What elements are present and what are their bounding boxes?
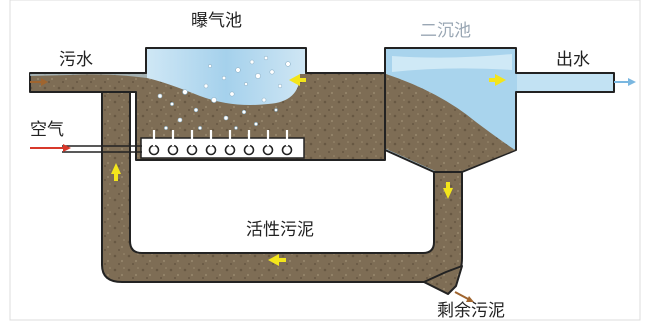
activated-sludge-label: 活性污泥 (246, 220, 314, 240)
secondary-clarifier-label: 二沉池 (420, 21, 471, 41)
air-label: 空气 (30, 120, 64, 140)
intake-water-strip (30, 74, 147, 78)
influent-arrow (30, 78, 48, 86)
excess-sludge-arrow (454, 291, 474, 302)
clarifier-water-highlight (392, 54, 512, 72)
air-bubbles (157, 55, 296, 130)
flow-arrow-right-clarifier (489, 74, 506, 86)
influent-label: 污水 (59, 50, 93, 70)
clarifier-settled-sludge (386, 74, 515, 171)
flow-arrow-down-clarifier (443, 182, 453, 199)
frame-border (9, 0, 641, 321)
clarifier-outlet-water (517, 74, 613, 91)
air-diffusers (140, 130, 305, 159)
flow-arrows (111, 74, 506, 266)
flow-arrow-left-pipe (268, 254, 286, 266)
excess-sludge-label: 剩余污泥 (437, 301, 505, 321)
flow-arrow-up-pipe (111, 163, 121, 181)
excess-sludge-outlet (423, 265, 463, 295)
air-pipe (62, 145, 142, 153)
flow-arrow-left-aeration (289, 74, 306, 86)
aeration-tank-label: 曝气池 (191, 11, 242, 31)
aeration-water (147, 49, 305, 105)
air-arrow (30, 144, 71, 152)
effluent-label: 出水 (556, 50, 590, 70)
effluent-arrow (614, 78, 636, 86)
